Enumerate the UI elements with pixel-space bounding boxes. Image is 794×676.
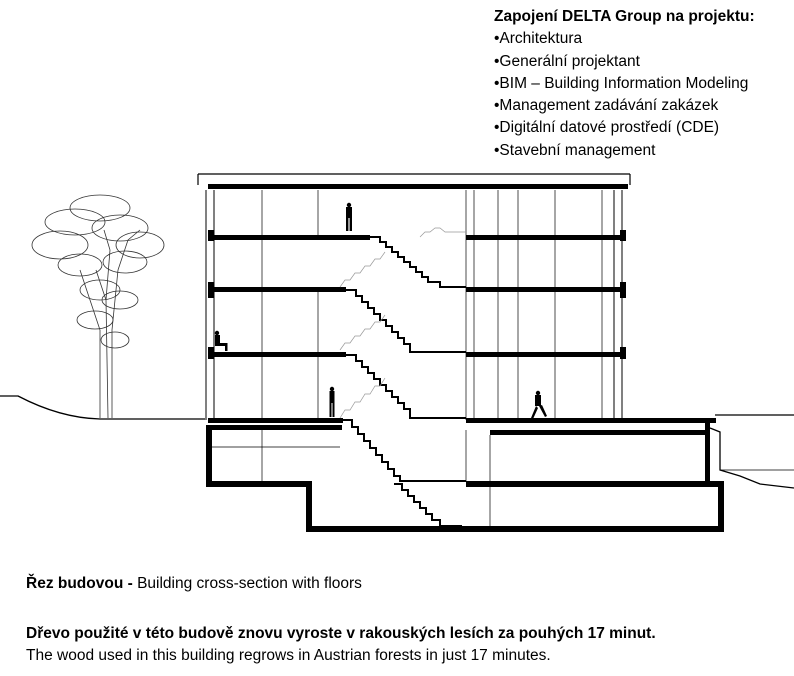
involvement-item-bim: •BIM – Building Information Modeling bbox=[494, 74, 749, 92]
slab-level-2-left bbox=[208, 352, 346, 357]
section-caption: Řez budovou - Building cross-section wit… bbox=[26, 575, 362, 593]
person-walking-icon bbox=[531, 390, 547, 419]
involvement-item-construction-management: •Stavební management bbox=[494, 141, 656, 159]
slab-level-4-left bbox=[208, 235, 370, 240]
basement bbox=[206, 423, 724, 532]
caption-bold: Řez budovou - bbox=[26, 575, 133, 592]
involvement-item-procurement: •Management zadávání zakázek bbox=[494, 97, 719, 115]
slab-level-2-right bbox=[466, 352, 626, 357]
slab-level-3-left bbox=[208, 287, 346, 292]
staircase-back-flights bbox=[339, 227, 466, 419]
floor-slabs bbox=[208, 184, 716, 423]
slab-ground-left bbox=[208, 418, 343, 423]
wood-note-english: The wood used in this building regrows i… bbox=[26, 647, 551, 664]
wood-note-czech: Dřevo použité v této budově znovu vyrost… bbox=[26, 625, 656, 642]
staircase bbox=[343, 236, 466, 527]
involvement-title: Zapojení DELTA Group na projektu: bbox=[494, 8, 755, 25]
caption-text: Building cross-section with floors bbox=[132, 575, 362, 592]
terrain bbox=[0, 395, 794, 489]
person-icon bbox=[346, 202, 352, 231]
delta-involvement-box: Zapojení DELTA Group na projektu: •Archi… bbox=[494, 6, 755, 162]
person-icon bbox=[329, 386, 335, 417]
roof-slab bbox=[208, 184, 628, 189]
people bbox=[214, 202, 547, 419]
involvement-item-cde: •Digitální datové prostředí (CDE) bbox=[494, 119, 720, 137]
involvement-item-general-designer: •Generální projektant bbox=[494, 52, 640, 70]
involvement-item-architecture: •Architektura bbox=[494, 30, 583, 48]
slab-ground-right bbox=[466, 418, 716, 423]
person-sitting-icon bbox=[214, 330, 228, 351]
slab-level-3-right bbox=[466, 287, 626, 292]
slab-level-4-right bbox=[466, 235, 626, 240]
tree-icon bbox=[31, 194, 165, 419]
building-frame bbox=[197, 173, 631, 420]
involvement-list: •Architektura •Generální projektant •BIM… bbox=[494, 28, 755, 162]
wood-note: Dřevo použité v této budově znovu vyrost… bbox=[26, 623, 656, 667]
